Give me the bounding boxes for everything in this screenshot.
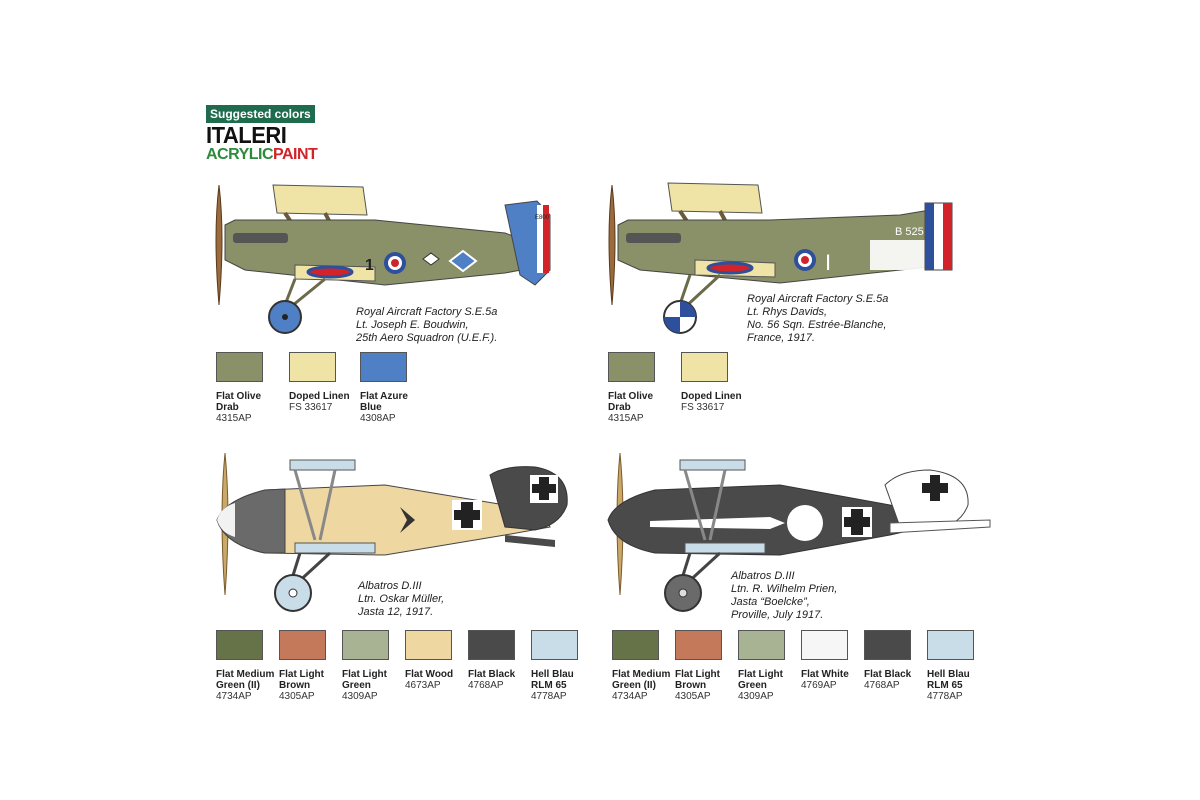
color-chip: [864, 630, 911, 660]
color-chip: [468, 630, 515, 660]
color-chip: [405, 630, 452, 660]
color-chip: [608, 352, 655, 382]
color-chip: [360, 352, 407, 382]
color-chip: [216, 630, 263, 660]
color-chip: [801, 630, 848, 660]
caption-se5a-rhys-davids: Royal Aircraft Factory S.E.5a Lt. Rhys D…: [747, 293, 889, 344]
se5a-rhys-davids-illustration: I B 525: [608, 182, 953, 334]
color-chip: [612, 630, 659, 660]
tail-serial: E800: [535, 215, 550, 221]
fuselage-number: 1: [365, 257, 374, 274]
color-chip: [531, 630, 578, 660]
suggested-colors-tag: Suggested colors: [206, 105, 315, 123]
caption-albatros-muller: Albatros D.III Ltn. Oskar Müller, Jasta …: [358, 580, 445, 618]
swatch-flat-black: Flat Black 4768AP: [468, 630, 531, 702]
caption-se5a-boudwin: Royal Aircraft Factory S.E.5a Lt. Joseph…: [356, 306, 498, 344]
swatch-doped-linen: Doped Linen FS 33617: [681, 352, 744, 424]
color-chip: [279, 630, 326, 660]
tail-serial: B 525: [895, 226, 924, 238]
color-chip: [289, 352, 336, 382]
color-chip: [675, 630, 722, 660]
brand-name: ITALERI: [206, 121, 287, 149]
albatros-muller-illustration: [216, 452, 568, 612]
color-chip: [681, 352, 728, 382]
se5a-boudwin-illustration: 1 E800: [215, 184, 551, 334]
swatch-doped-linen: Doped Linen FS 33617: [289, 352, 352, 424]
acrylic-paint-logo: ACRYLICPAINT: [206, 146, 318, 163]
swatch-flat-white: Flat White 4769AP: [801, 630, 864, 702]
brand-block: Suggested colors ITALERI ACRYLICPAINT: [206, 105, 318, 164]
color-chip: [342, 630, 389, 660]
color-chip: [927, 630, 974, 660]
color-chip: [216, 352, 263, 382]
color-chip: [738, 630, 785, 660]
caption-albatros-prien: Albatros D.III Ltn. R. Wilhelm Prien, Ja…: [731, 570, 838, 621]
swatch-flat-black: Flat Black 4768AP: [864, 630, 927, 702]
swatch-flat-wood: Flat Wood 4673AP: [405, 630, 468, 702]
fuselage-number: I: [825, 250, 831, 275]
albatros-prien-illustration: [607, 452, 991, 612]
